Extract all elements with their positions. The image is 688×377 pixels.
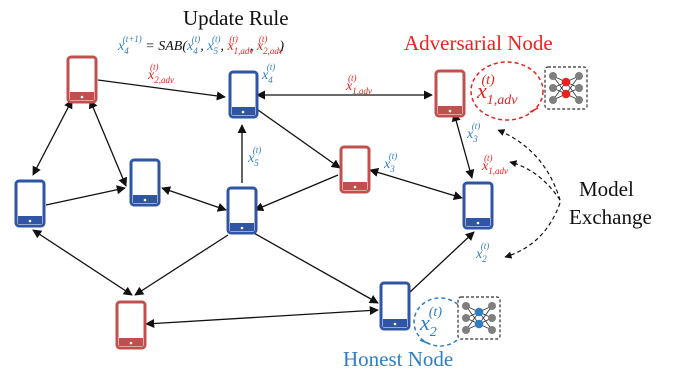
formula-term4: x xyxy=(256,39,264,54)
phone-nodes xyxy=(14,55,494,350)
adversarial-oval-arrow xyxy=(529,107,539,113)
formula-comma-1: , xyxy=(200,39,207,54)
update-rule-title: Update Rule xyxy=(183,6,289,30)
formula-term2-sub: 5 xyxy=(213,46,218,56)
adversarial-node-label: Adversarial Node xyxy=(404,31,553,55)
formula-term2-sup: (t) xyxy=(212,34,221,44)
label-x5: x5(t) xyxy=(247,145,261,168)
label-x1adv-top: x1,adv(t) xyxy=(345,73,372,96)
formula-term1-sub: 4 xyxy=(193,46,198,56)
edge-p10-p9 xyxy=(409,231,475,293)
model-exchange-label-line1: Model xyxy=(579,177,634,201)
edge-p7-p9 xyxy=(451,112,475,179)
formula-comma-2: , xyxy=(220,39,227,54)
formula-lhs-sup: (t+1) xyxy=(123,34,142,44)
honest-model-group: x2(t) xyxy=(413,296,501,347)
formula-term3: x xyxy=(226,39,234,54)
honest-oval-arrow xyxy=(419,339,431,345)
label-x3-mid: x3(t) xyxy=(383,151,397,174)
update-rule-formula: x4(t+1) = SAB(x4(t), x5(t), x1,adv(t), x… xyxy=(117,34,284,56)
big-honest-var: x2(t) xyxy=(419,305,442,340)
message-labels: x2,adv(t) x4(t) x1,adv(t) x5(t) x3(t) x3… xyxy=(147,62,508,264)
formula-term1: x xyxy=(186,39,194,54)
formula-term3-sub: 1,adv xyxy=(234,46,254,56)
exchange-arc-top xyxy=(497,129,561,201)
honest-phone-p3 xyxy=(129,158,161,207)
honest-phone-p4 xyxy=(228,70,259,119)
edge-p8-p9 xyxy=(369,168,463,200)
formula-term3-sup: (t) xyxy=(229,34,238,44)
honest-phone-p2 xyxy=(14,179,46,228)
adversarial-phone-p7 xyxy=(434,69,466,118)
model-exchange-label-line2: Exchange xyxy=(569,205,652,229)
honest-node-label: Honest Node xyxy=(343,347,453,371)
formula-comma-3: , xyxy=(250,39,257,54)
formula-eq: = SAB( xyxy=(142,39,189,54)
label-x2adv-top: x2,adv(t) xyxy=(147,62,174,85)
formula-close: ) xyxy=(278,39,284,54)
edge-p2-p6 xyxy=(32,229,133,296)
exchange-arc-mid xyxy=(509,160,561,201)
big-adversarial-var: x1,adv(t) xyxy=(476,73,518,108)
formula-term1-sup: (t) xyxy=(192,34,201,44)
formula-lhs: x xyxy=(117,39,125,54)
adversarial-model-group: x1,adv(t) xyxy=(470,61,588,121)
formula-term4-sup: (t) xyxy=(259,34,268,44)
model-exchange-arrows xyxy=(497,129,561,259)
exchange-arc-low xyxy=(504,202,561,259)
label-x1adv-right: x1,adv(t) xyxy=(481,153,508,176)
edge-p6-p10 xyxy=(145,305,379,329)
network-edges xyxy=(32,79,475,329)
edge-p1-p4 xyxy=(97,79,226,101)
adversarial-phone-p1 xyxy=(66,55,98,104)
honest-nn-icon xyxy=(457,296,501,340)
label-x2-right: x2(t) xyxy=(475,241,489,264)
edge-p1-p3 xyxy=(88,99,128,187)
label-x3-right: x3(t) xyxy=(466,121,480,144)
formula-term4-sub: 2,adv xyxy=(263,46,283,56)
edge-p1-p2 xyxy=(32,99,73,176)
edge-p5-p6 xyxy=(134,234,229,296)
adversarial-nn-icon xyxy=(544,66,588,110)
formula-term2: x xyxy=(206,39,214,54)
honest-phone-p5 xyxy=(226,186,258,235)
adversarial-phone-p6 xyxy=(115,300,147,350)
honest-phone-p9 xyxy=(462,181,494,230)
adversarial-phone-p8 xyxy=(339,145,371,194)
formula-lhs-sub: 4 xyxy=(124,46,129,56)
honest-phone-p10 xyxy=(379,281,411,331)
edge-p2-p3 xyxy=(45,185,126,206)
adversarial-dashed-oval xyxy=(470,61,544,121)
edge-p3-p5 xyxy=(161,186,227,212)
edge-p8-p5 xyxy=(254,174,339,212)
edge-p4-p8 xyxy=(257,109,341,169)
edge-p5-p10 xyxy=(251,231,379,304)
label-x4: x4(t) xyxy=(261,62,275,85)
